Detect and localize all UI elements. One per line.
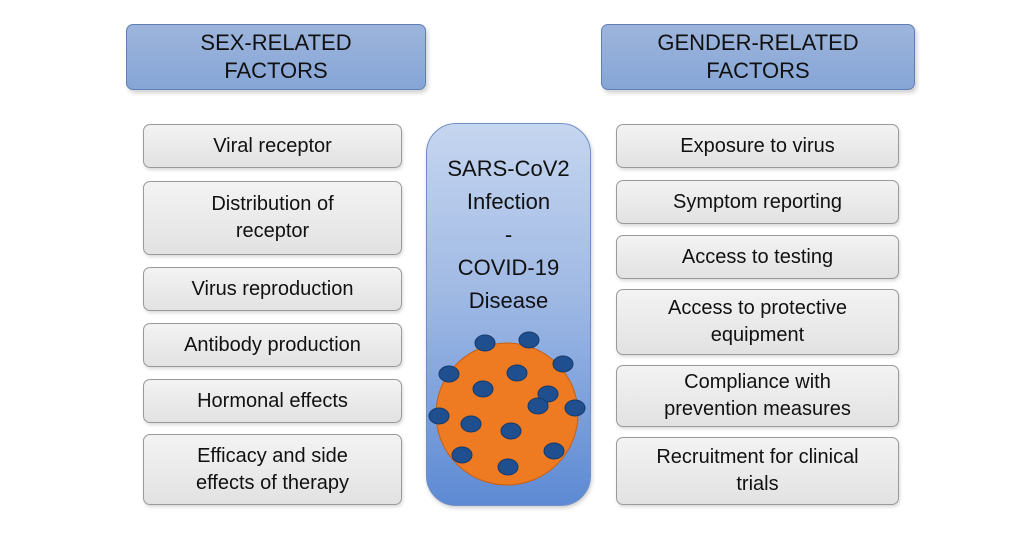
virus-spike [438, 365, 460, 383]
sex-factor-viral-receptor: Viral receptor [143, 124, 402, 168]
virus-spike [518, 331, 540, 349]
virus-spike [472, 380, 494, 398]
gender-related-header: GENDER-RELATED FACTORS [601, 24, 915, 90]
sex-factor-antibody-production: Antibody production [143, 323, 402, 367]
sex-related-header: SEX-RELATED FACTORS [126, 24, 426, 90]
sex-factor-receptor-distribution: Distribution of receptor [143, 181, 402, 255]
virus-spike [451, 446, 473, 464]
virus-spike [500, 422, 522, 440]
sex-factor-therapy-effects: Efficacy and side effects of therapy [143, 434, 402, 505]
virus-spike [537, 385, 559, 403]
sex-factor-hormonal-effects: Hormonal effects [143, 379, 402, 423]
virus-spike [428, 407, 450, 425]
virus-spike [527, 397, 549, 415]
virus-spike [474, 334, 496, 352]
gender-factor-access-testing: Access to testing [616, 235, 899, 279]
virus-spike [497, 458, 519, 476]
virus-icon [428, 331, 586, 486]
gender-factor-compliance: Compliance with prevention measures [616, 365, 899, 427]
virus-spike [506, 364, 528, 382]
virus-spike [564, 399, 586, 417]
sex-factor-virus-reproduction: Virus reproduction [143, 267, 402, 311]
gender-factor-protective-equipment: Access to protective equipment [616, 289, 899, 355]
covid-center-panel: SARS-CoV2 Infection - COVID-19 Disease [426, 123, 591, 506]
center-disease-label: SARS-CoV2 Infection - COVID-19 Disease [447, 156, 570, 313]
virus-spike [543, 442, 565, 460]
virus-spike [460, 415, 482, 433]
virus-spike [552, 355, 574, 373]
gender-factor-exposure: Exposure to virus [616, 124, 899, 168]
gender-factor-clinical-trials: Recruitment for clinical trials [616, 437, 899, 505]
gender-factor-symptom-reporting: Symptom reporting [616, 180, 899, 224]
